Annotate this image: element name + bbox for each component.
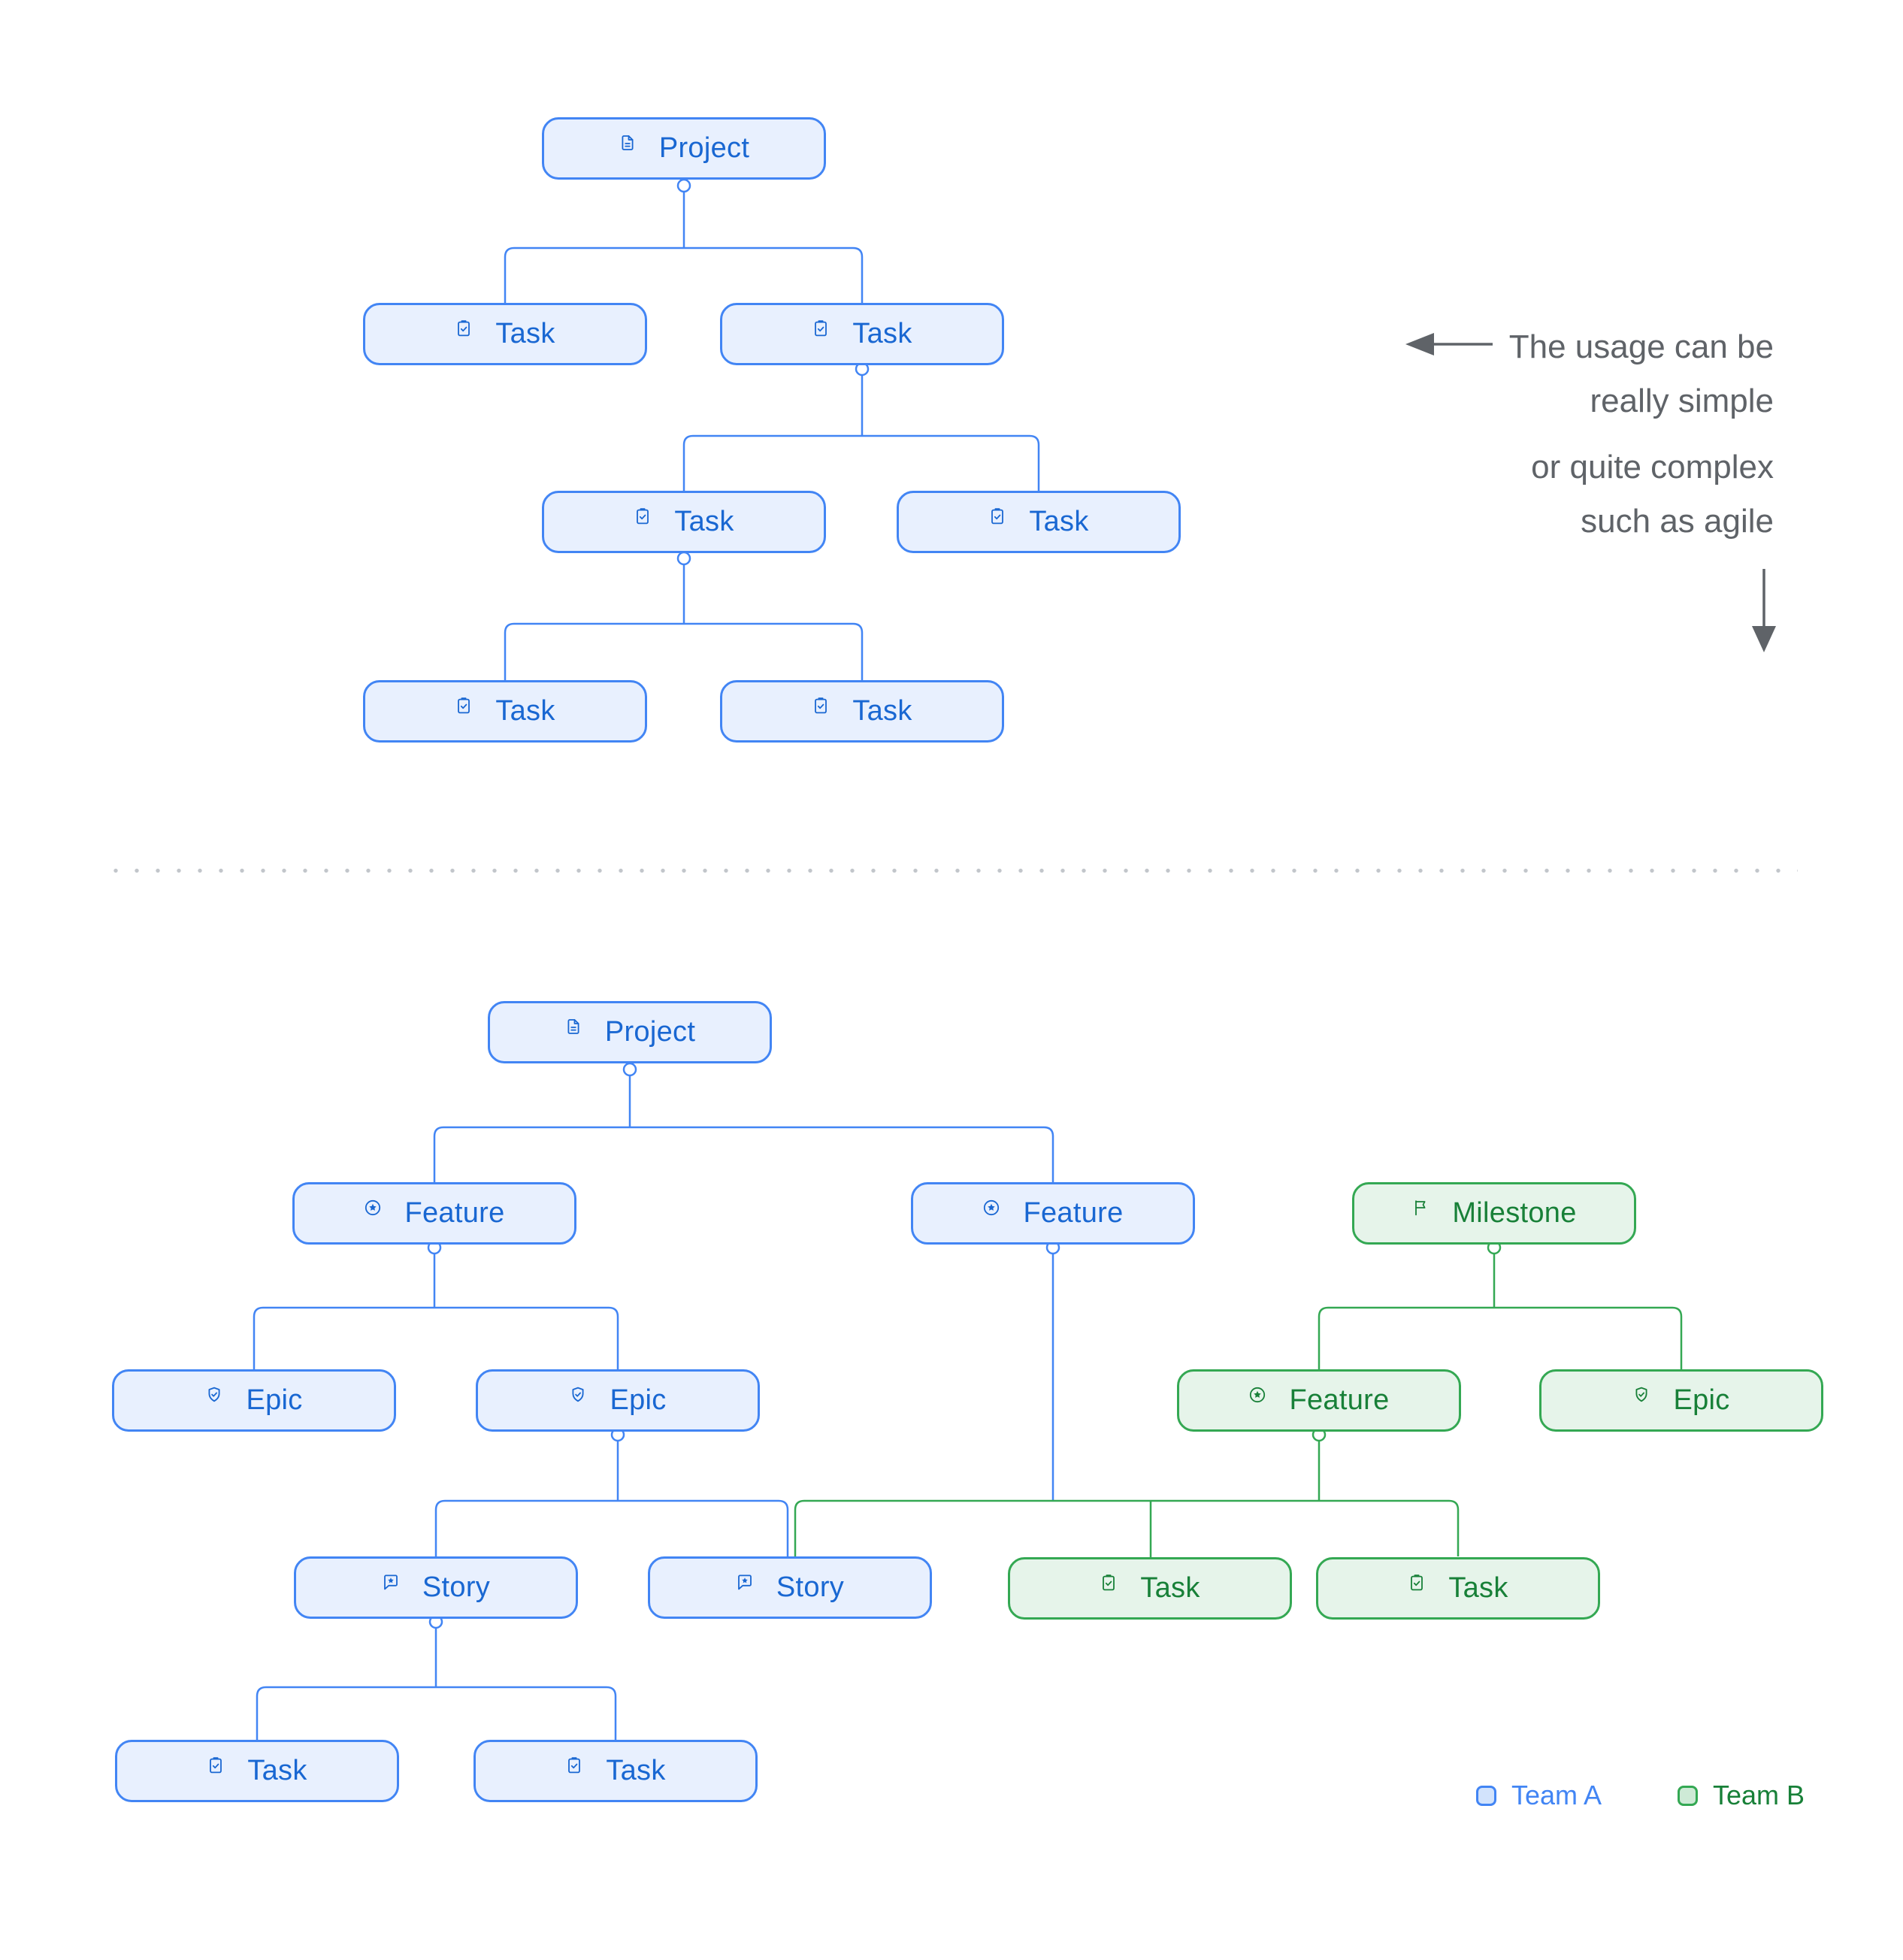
clipboard-check-icon xyxy=(568,1756,581,1773)
node-label: Epic xyxy=(610,1384,667,1416)
legend-label: Team B xyxy=(1713,1780,1805,1810)
team-a-swatch xyxy=(1476,1785,1496,1806)
clipboard-check-icon xyxy=(458,319,470,336)
dotted-divider xyxy=(105,868,1798,873)
node-label: Feature xyxy=(404,1197,505,1229)
clipboard-check-icon xyxy=(815,697,827,713)
annotation-note: The usage can be really simple or quite … xyxy=(1509,320,1774,549)
legend-label: Team A xyxy=(1511,1780,1602,1810)
team-b-swatch xyxy=(1678,1785,1698,1806)
node-story: Story xyxy=(294,1556,578,1619)
node-feature: Feature xyxy=(1177,1369,1461,1432)
node-task: Task xyxy=(363,680,647,743)
node-epic: Epic xyxy=(112,1369,396,1432)
node-task: Task xyxy=(720,303,1004,365)
shield-check-icon xyxy=(1635,1387,1647,1402)
node-label: Project xyxy=(604,1016,696,1048)
node-label: Story xyxy=(422,1571,491,1603)
clipboard-check-icon xyxy=(1103,1574,1115,1590)
shield-check-icon xyxy=(208,1387,220,1402)
annotation-line: or quite complex xyxy=(1531,449,1774,485)
node-label: Task xyxy=(674,506,734,537)
story-bubble-icon xyxy=(737,1574,752,1589)
node-label: Task xyxy=(247,1755,307,1786)
node-label: Task xyxy=(1448,1572,1508,1604)
node-task: Task xyxy=(363,303,647,365)
node-task: Task xyxy=(1008,1557,1292,1620)
annotation-line: really simple xyxy=(1590,383,1774,419)
team-a-connectors xyxy=(253,192,1054,1740)
node-task: Task xyxy=(115,1740,399,1802)
node-task: Task xyxy=(542,491,826,553)
node-label: Task xyxy=(495,318,555,349)
story-bubble-icon xyxy=(383,1574,398,1589)
clipboard-check-icon xyxy=(815,319,827,336)
clipboard-check-icon xyxy=(637,507,649,524)
legend-team-a: Team A xyxy=(1476,1780,1602,1810)
clipboard-check-icon xyxy=(458,697,470,713)
clipboard-check-icon xyxy=(1411,1574,1423,1590)
node-epic: Epic xyxy=(1539,1369,1823,1432)
node-label: Task xyxy=(606,1755,666,1786)
clipboard-check-icon xyxy=(210,1756,222,1773)
star-circle-icon xyxy=(984,1199,1000,1215)
node-task: Task xyxy=(473,1740,758,1802)
clipboard-check-icon xyxy=(991,507,1004,524)
node-label: Story xyxy=(776,1571,845,1603)
node-label: Task xyxy=(852,318,912,349)
node-label: Epic xyxy=(246,1384,303,1416)
node-task: Task xyxy=(897,491,1181,553)
node-task: Task xyxy=(1316,1557,1600,1620)
annotation-line: The usage can be xyxy=(1508,328,1774,365)
node-story: Story xyxy=(648,1556,932,1619)
shield-check-icon xyxy=(572,1387,584,1402)
node-label: Task xyxy=(1140,1572,1200,1604)
node-label: Feature xyxy=(1289,1384,1390,1416)
annotation-line: such as agile xyxy=(1581,503,1774,540)
node-feature: Feature xyxy=(292,1182,576,1245)
team-b-connectors xyxy=(794,1254,1683,1557)
node-label: Task xyxy=(1029,506,1089,537)
node-label: Feature xyxy=(1023,1197,1124,1229)
star-circle-icon xyxy=(1250,1387,1266,1402)
node-feature: Feature xyxy=(911,1182,1195,1245)
left-arrow-icon xyxy=(1405,333,1493,355)
node-label: Milestone xyxy=(1452,1197,1577,1229)
star-circle-icon xyxy=(365,1199,381,1215)
document-icon xyxy=(567,1018,579,1034)
node-project: Project xyxy=(488,1001,772,1063)
node-task: Task xyxy=(720,680,1004,743)
node-label: Task xyxy=(852,695,912,727)
connector-ports xyxy=(427,178,1502,1629)
node-label: Epic xyxy=(1673,1384,1730,1416)
flag-icon xyxy=(1415,1199,1426,1215)
document-icon xyxy=(622,135,634,150)
node-label: Project xyxy=(658,132,750,164)
legend-team-b: Team B xyxy=(1678,1780,1805,1810)
node-epic: Epic xyxy=(476,1369,760,1432)
down-arrow-icon xyxy=(1752,569,1776,652)
node-milestone: Milestone xyxy=(1352,1182,1636,1245)
node-project: Project xyxy=(542,117,826,180)
node-label: Task xyxy=(495,695,555,727)
